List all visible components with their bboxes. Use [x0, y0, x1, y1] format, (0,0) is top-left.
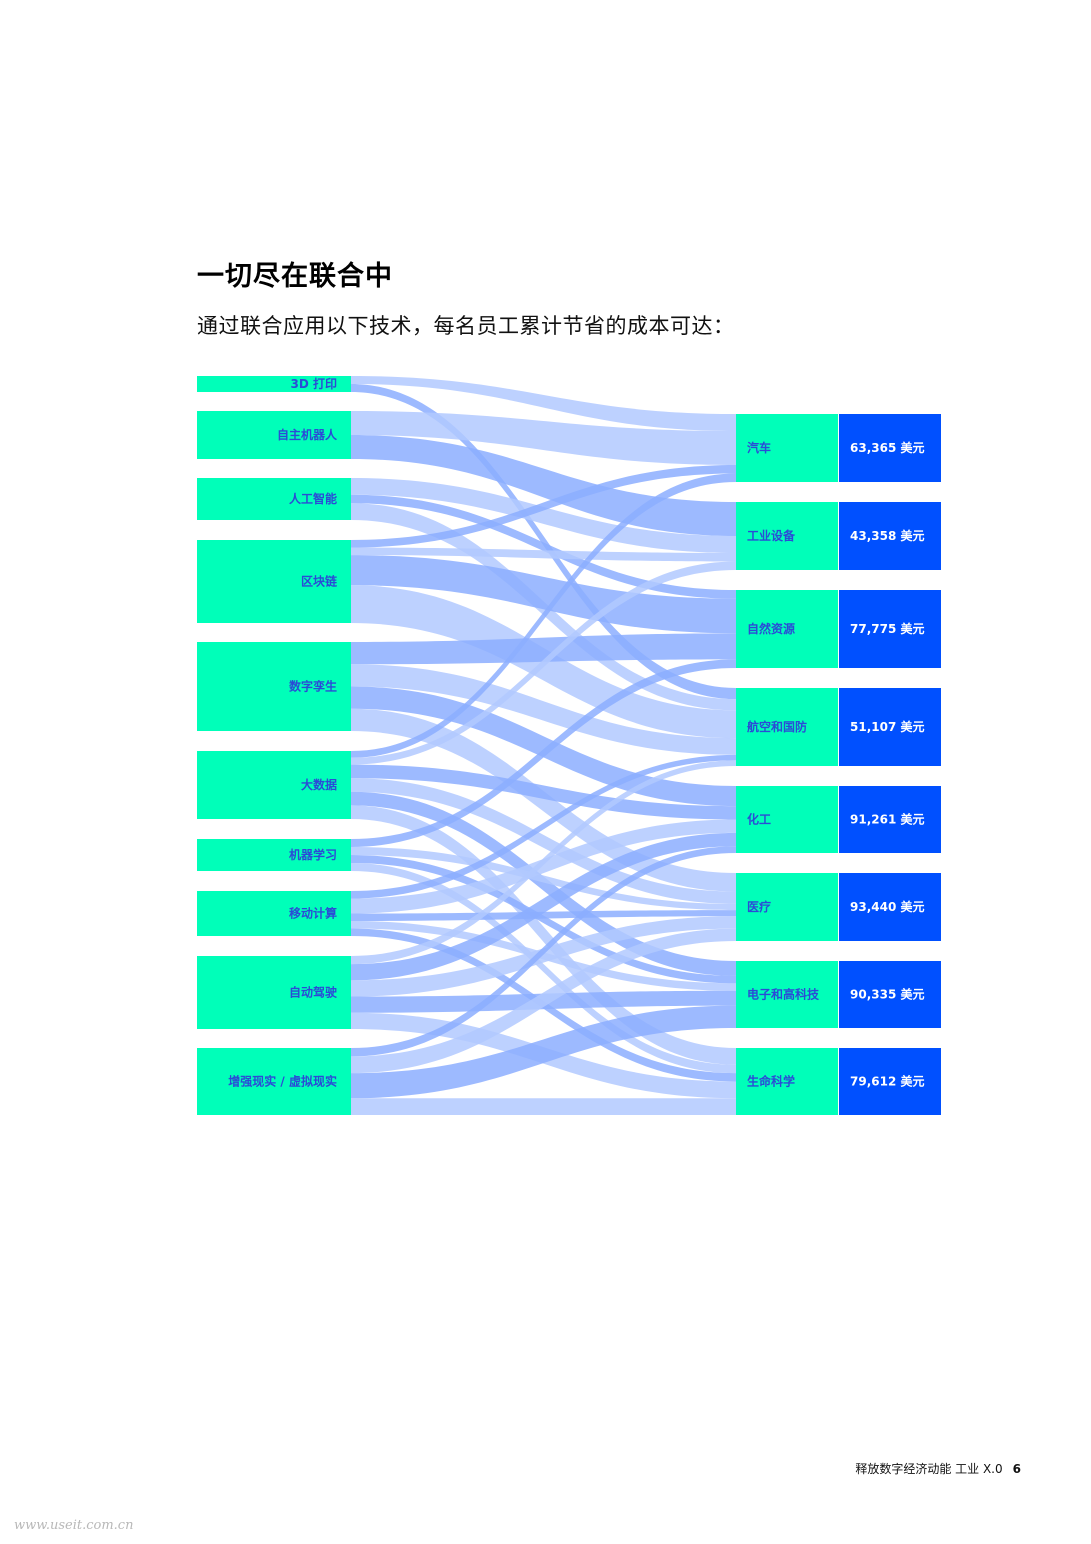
sankey-link-8-3 — [351, 760, 736, 965]
sankey-link-9-5 — [351, 928, 736, 1074]
sankey-link-2-1 — [351, 478, 736, 553]
page-number: 6 — [1012, 1462, 1021, 1476]
footer-text: 释放数字经济动能 工业 X.0 — [855, 1462, 1003, 1476]
sankey-link-7-3 — [351, 754, 736, 899]
sankey-link-6-5 — [351, 847, 736, 911]
sankey-link-3-0 — [351, 465, 736, 548]
source-node-3 — [197, 540, 351, 623]
source-node-0 — [197, 376, 351, 392]
sankey-nodes: 3D 打印自主机器人人工智能区块链数字孪生大数据机器学习移动计算自动驾驶增强现实… — [197, 376, 941, 1115]
sankey-link-8-4 — [351, 832, 736, 981]
target-node-4 — [736, 786, 838, 853]
target-node-5 — [736, 873, 838, 941]
source-node-2 — [197, 478, 351, 520]
sankey-link-5-0 — [351, 473, 736, 758]
source-label-1: 自主机器人 — [277, 427, 338, 442]
target-node-2 — [736, 590, 838, 668]
sankey-link-5-5 — [351, 778, 736, 904]
value-box-2 — [839, 590, 941, 668]
target-node-0 — [736, 414, 838, 482]
sankey-link-3-1 — [351, 547, 736, 562]
source-label-6: 机器学习 — [289, 847, 337, 862]
source-node-4 — [197, 642, 351, 731]
value-label-3: 51,107 美元 — [850, 719, 925, 734]
value-label-1: 43,358 美元 — [850, 528, 925, 543]
sankey-link-6-7 — [351, 863, 736, 1074]
value-label-5: 93,440 美元 — [850, 899, 925, 914]
sankey-link-6-2 — [351, 659, 736, 847]
value-box-1 — [839, 502, 941, 570]
value-label-4: 91,261 美元 — [850, 812, 925, 827]
value-box-4 — [839, 786, 941, 853]
target-label-7: 生命科学 — [747, 1074, 795, 1089]
source-node-6 — [197, 839, 351, 871]
sankey-link-8-5 — [351, 916, 736, 997]
value-label-6: 90,335 美元 — [850, 987, 925, 1002]
source-label-8: 自动驾驶 — [289, 985, 337, 1000]
sankey-link-9-4 — [351, 846, 736, 1057]
sankey-link-4-2 — [351, 633, 736, 665]
source-node-8 — [197, 956, 351, 1029]
sankey-link-5-1 — [351, 561, 736, 765]
sankey-link-0-0 — [351, 376, 736, 431]
page-subtitle: 通过联合应用以下技术，每名员工累计节省的成本可达： — [197, 314, 735, 338]
source-node-5 — [197, 751, 351, 819]
sankey-link-5-6 — [351, 791, 736, 976]
source-label-0: 3D 打印 — [291, 376, 338, 391]
sankey-link-9-7 — [351, 1098, 736, 1115]
target-node-1 — [736, 502, 838, 570]
sankey-link-4-5 — [351, 708, 736, 892]
target-label-4: 化工 — [747, 812, 771, 827]
page-title: 一切尽在联合中 — [197, 261, 393, 292]
sankey-link-5-4 — [351, 764, 736, 820]
sankey-link-0-3 — [351, 384, 736, 700]
value-box-5 — [839, 873, 941, 941]
source-node-7 — [197, 891, 351, 936]
value-box-6 — [839, 961, 941, 1028]
value-box-0 — [839, 414, 941, 482]
value-box-7 — [839, 1048, 941, 1115]
sankey-link-9-6 — [351, 1005, 736, 1099]
sankey-link-6-6 — [351, 855, 736, 984]
source-label-2: 人工智能 — [289, 491, 337, 506]
value-label-0: 63,365 美元 — [850, 440, 925, 455]
sankey-link-7-4 — [351, 819, 736, 914]
sankey-link-5-7 — [351, 805, 736, 1065]
value-box-3 — [839, 688, 941, 766]
sankey-link-1-0 — [351, 411, 736, 465]
source-node-9 — [197, 1048, 351, 1115]
source-label-3: 区块链 — [301, 574, 338, 589]
source-label-4: 数字孪生 — [289, 679, 337, 694]
target-label-0: 汽车 — [747, 440, 771, 455]
source-label-9: 增强现实 / 虚拟现实 — [228, 1074, 337, 1089]
target-label-3: 航空和国防 — [747, 719, 807, 734]
watermark: www.useit.com.cn — [14, 1518, 134, 1533]
source-node-1 — [197, 411, 351, 459]
target-label-1: 工业设备 — [747, 528, 796, 543]
sankey-links — [351, 376, 736, 1115]
target-label-2: 自然资源 — [747, 621, 795, 636]
sankey-link-2-2 — [351, 494, 736, 599]
value-label-2: 77,775 美元 — [850, 621, 925, 636]
target-node-3 — [736, 688, 838, 766]
sankey-link-7-5 — [351, 910, 736, 921]
sankey-link-4-3 — [351, 664, 736, 755]
target-node-6 — [736, 961, 838, 1028]
sankey-link-3-2 — [351, 555, 736, 634]
target-node-7 — [736, 1048, 838, 1115]
target-label-6: 电子和高科技 — [747, 987, 820, 1002]
source-label-7: 移动计算 — [289, 906, 337, 921]
target-label-5: 医疗 — [747, 899, 771, 914]
page-footer: 释放数字经济动能 工业 X.0 6 — [855, 1460, 1021, 1477]
value-label-7: 79,612 美元 — [850, 1074, 925, 1089]
source-label-5: 大数据 — [301, 777, 337, 792]
